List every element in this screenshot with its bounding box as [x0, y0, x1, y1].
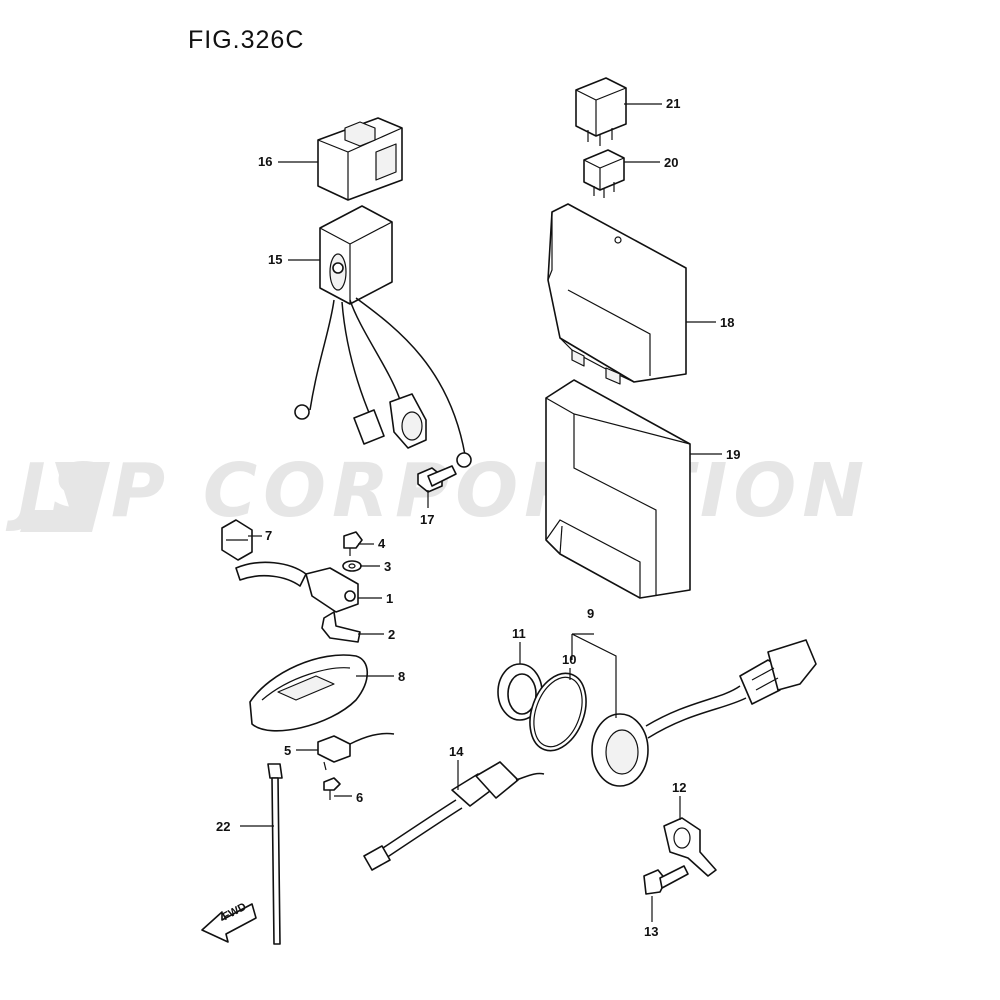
callout-7: 7 [265, 528, 273, 543]
part-12-clamp [663, 817, 717, 877]
part-18-ecm [547, 203, 687, 385]
callout-16: 16 [258, 154, 273, 169]
part-15-harness [294, 205, 472, 468]
callout-22: 22 [216, 819, 231, 834]
part-19-holder [545, 379, 691, 599]
part-20-relay [583, 149, 625, 198]
part-16-cover [317, 117, 403, 201]
callout-20: 20 [664, 155, 679, 170]
part-22-tie [267, 763, 283, 945]
leader-lines [240, 103, 722, 922]
callout-11: 11 [512, 626, 526, 641]
callout-10: 10 [562, 652, 577, 667]
callout-1: 1 [386, 591, 394, 606]
part-1-sensor [235, 561, 359, 613]
callout-13: 13 [644, 924, 659, 939]
part-3-washer [342, 560, 362, 572]
part-7-clamp [221, 519, 253, 561]
fwd-arrow-icon [201, 903, 257, 943]
part-8-cover [249, 654, 369, 732]
callout-19: 19 [726, 447, 741, 462]
part-17-bolt [417, 465, 457, 493]
part-13-bolt [643, 865, 689, 895]
part-2-bracket [321, 611, 361, 643]
callout-5: 5 [284, 743, 292, 758]
callout-8: 8 [398, 669, 406, 684]
part-6-screw [323, 777, 341, 800]
callout-3: 3 [384, 559, 392, 574]
callout-2: 2 [388, 627, 396, 642]
callout-12: 12 [672, 780, 687, 795]
callout-15: 15 [268, 252, 283, 267]
part-14-harness [363, 761, 545, 871]
part-9-connector [591, 639, 817, 787]
part-5-sensor [317, 732, 395, 771]
part-10-oring [529, 672, 587, 752]
callout-17: 17 [420, 512, 435, 527]
callout-21: 21 [666, 96, 681, 111]
watermark-text: JSP CORPORATION [18, 448, 871, 534]
callout-9: 9 [587, 606, 595, 621]
callout-14: 14 [449, 744, 464, 759]
callout-18: 18 [720, 315, 735, 330]
watermark-logo [20, 462, 110, 532]
part-21-relay [575, 77, 627, 146]
figure-title: FIG.326C [188, 26, 305, 54]
callout-4: 4 [378, 536, 386, 551]
callout-6: 6 [356, 790, 364, 805]
